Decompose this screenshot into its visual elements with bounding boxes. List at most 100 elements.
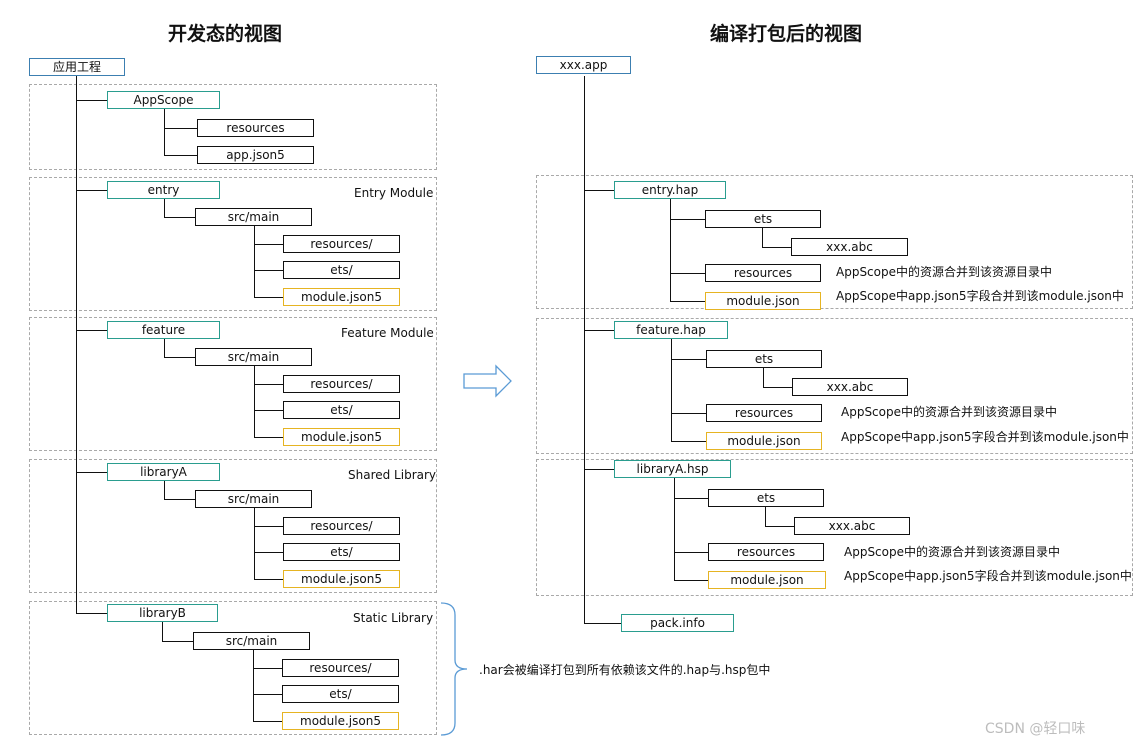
branch-line [584,190,614,191]
tree-line [164,128,197,129]
branch-line [76,613,107,614]
feature-hap-node: feature.hap [614,321,728,339]
appscope-group [29,84,437,170]
tree-line [164,357,195,358]
dev-root-trunk-line [76,76,77,613]
static-library-label: Static Library [353,611,434,625]
librarya-hsp-resources-note: AppScope中的资源合并到该资源目录中 [844,545,1061,559]
static-library-brace [440,602,468,736]
branch-line [584,623,621,624]
feature-ets-node: ets/ [283,401,400,419]
tree-line [254,410,283,411]
appscope-appjson5-node: app.json5 [197,146,314,164]
librarya-hsp-abc-node: xxx.abc [794,517,910,535]
entry-resources-node: resources/ [283,235,400,253]
dev-root-node: 应用工程 [29,58,125,76]
tree-line [671,339,672,441]
tree-line [254,270,283,271]
tree-line [765,507,766,526]
tree-line [674,498,708,499]
tree-line [765,526,794,527]
tree-line [254,384,283,385]
tree-line [670,199,671,301]
tree-line [164,481,165,499]
librarya-hsp-module-json-node: module.json [708,571,826,589]
tree-line [164,155,197,156]
build-root-node: xxx.app [536,56,631,74]
entry-hap-module-note: AppScope中app.json5字段合并到该module.json中 [836,289,1124,303]
tree-line [162,641,193,642]
tree-line [164,109,165,155]
tree-line [253,721,282,722]
feature-hap-resources-note: AppScope中的资源合并到该资源目录中 [841,405,1058,419]
tree-line [254,244,283,245]
librarya-node: libraryA [107,463,220,481]
entry-hap-module-json-node: module.json [705,292,821,310]
tree-line [762,228,763,247]
feature-hap-abc-node: xxx.abc [792,378,908,396]
tree-line [763,387,792,388]
tree-line [671,413,706,414]
tree-line [254,552,283,553]
watermark: CSDN @轻口味 [985,721,1086,737]
entry-module-label: Entry Module [354,186,434,200]
librarya-hsp-resources-node: resources [708,543,824,561]
feature-hap-group [536,318,1133,454]
entry-hap-ets-node: ets [705,210,821,228]
librarya-hsp-ets-node: ets [708,489,824,507]
entry-ets-node: ets/ [283,261,400,279]
libraryb-ets-node: ets/ [282,685,399,703]
dev-view-title: 开发态的视图 [168,23,283,45]
feature-module-group [29,317,437,451]
tree-line [762,247,791,248]
har-note: .har会被编译打包到所有依赖该文件的.hap与.hsp包中 [479,663,771,677]
branch-line [584,469,614,470]
branch-line [76,472,107,473]
entry-hap-resources-note: AppScope中的资源合并到该资源目录中 [836,265,1053,279]
branch-line [76,330,107,331]
librarya-ets-node: ets/ [283,543,400,561]
feature-hap-module-note: AppScope中app.json5字段合并到该module.json中 [841,430,1129,444]
tree-line [254,579,283,580]
entry-hap-node: entry.hap [614,181,726,199]
librarya-hsp-node: libraryA.hsp [614,460,731,478]
tree-line [670,273,705,274]
librarya-resources-node: resources/ [283,517,400,535]
tree-line [671,359,706,360]
tree-line [164,499,195,500]
tree-line [674,552,708,553]
libraryb-node: libraryB [107,604,218,622]
tree-line [164,339,165,357]
transform-arrow-icon [463,364,512,398]
entry-module-group [29,177,437,311]
feature-src-main-node: src/main [195,348,312,366]
tree-line [164,199,165,217]
librarya-hsp-module-note: AppScope中app.json5字段合并到该module.json中 [844,569,1132,583]
appscope-resources-node: resources [197,119,314,137]
tree-line [253,694,282,695]
pack-info-node: pack.info [621,614,734,632]
feature-hap-module-json-node: module.json [706,432,822,450]
tree-line [164,217,195,218]
tree-line [670,219,705,220]
librarya-module-json5-node: module.json5 [283,570,400,588]
branch-line [76,100,107,101]
librarya-src-main-node: src/main [195,490,312,508]
build-root-trunk-line [584,76,585,623]
tree-line [670,301,705,302]
branch-line [76,190,107,191]
libraryb-module-json5-node: module.json5 [282,712,399,730]
tree-line [254,508,255,579]
tree-line [674,580,708,581]
libraryb-src-main-node: src/main [193,632,310,650]
tree-line [253,668,282,669]
feature-hap-ets-node: ets [706,350,822,368]
tree-line [254,366,255,437]
entry-module-json5-node: module.json5 [283,288,400,306]
shared-library-label: Shared Library [348,468,437,482]
static-library-group [29,601,437,735]
tree-line [254,526,283,527]
appscope-node: AppScope [107,91,220,109]
entry-src-main-node: src/main [195,208,312,226]
